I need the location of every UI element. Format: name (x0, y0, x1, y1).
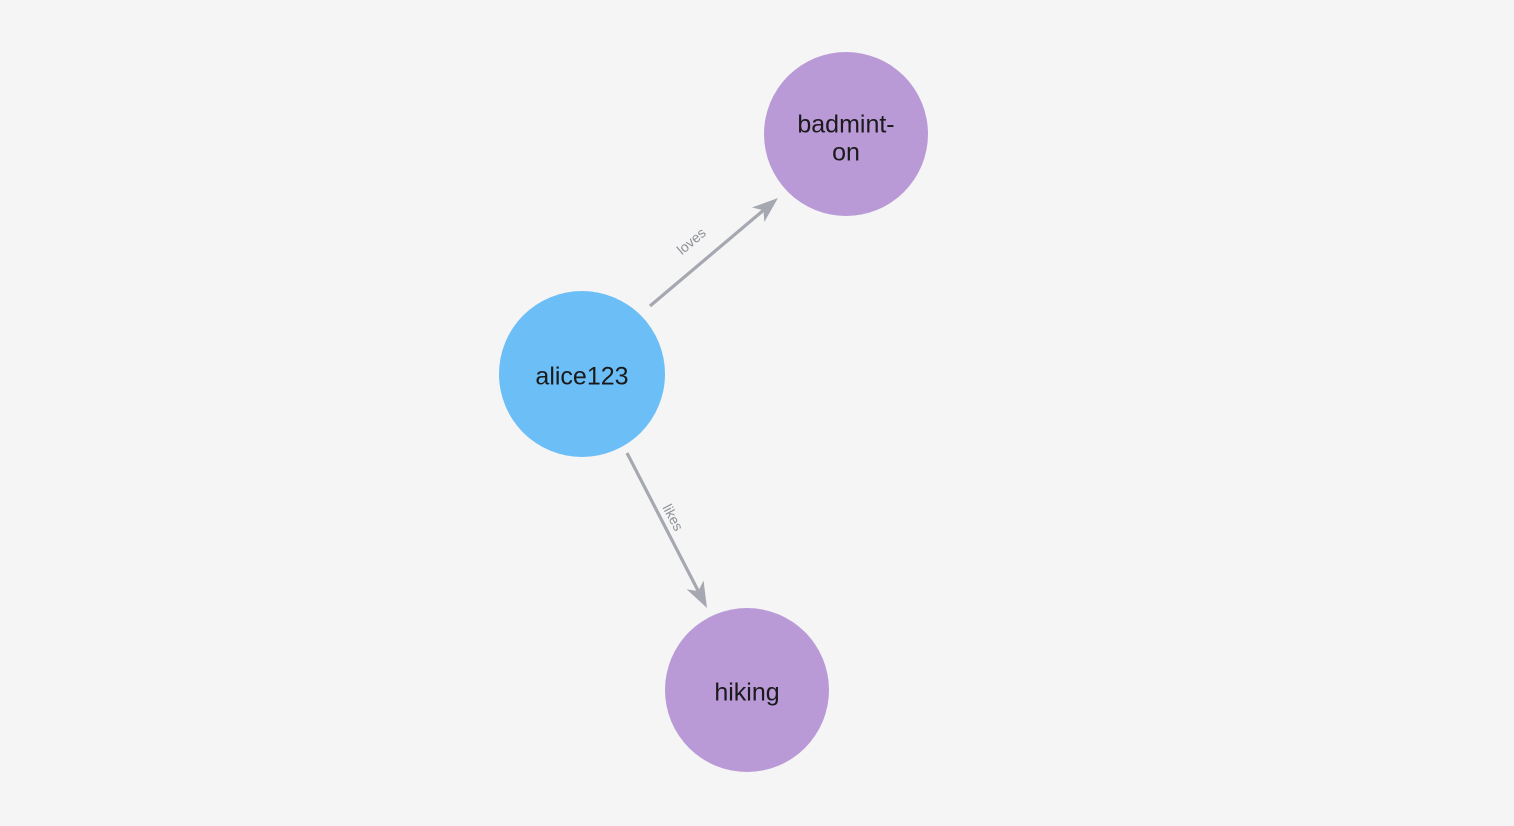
node-badminton[interactable]: badmint- on (764, 52, 928, 216)
node-alice123[interactable]: alice123 (499, 291, 665, 457)
edge-likes[interactable]: likes (625, 452, 707, 608)
edge-loves-label: loves (674, 224, 709, 257)
node-alice123-circle[interactable] (499, 291, 665, 457)
node-badminton-circle[interactable] (764, 52, 928, 216)
edge-loves-line (648, 209, 765, 308)
edge-likes-line (625, 452, 700, 592)
edge-loves[interactable]: loves (648, 198, 778, 308)
node-hiking[interactable]: hiking (665, 608, 829, 772)
edge-likes-arrowhead (686, 580, 707, 608)
edge-loves-arrowhead (752, 198, 778, 222)
node-hiking-circle[interactable] (665, 608, 829, 772)
edge-likes-label: likes (660, 501, 687, 533)
